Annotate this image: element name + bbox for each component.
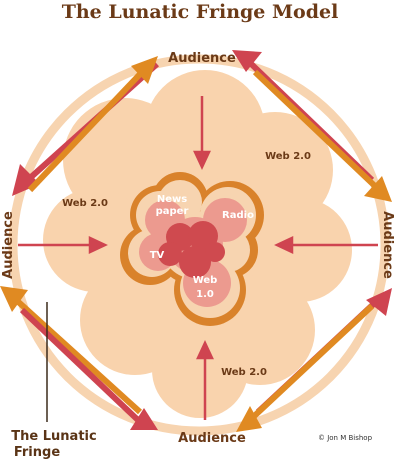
outer-ring <box>8 54 390 436</box>
copyright-text: © Jon M Bishop <box>318 434 373 442</box>
web20-label-left: Web 2.0 <box>62 198 108 209</box>
fringe-label-line1: The Lunatic <box>11 429 96 444</box>
core-red <box>158 221 225 278</box>
newspaper-label-line1: News <box>157 194 187 205</box>
fringe-label-line2: Fringe <box>14 445 60 460</box>
audience-label-left: Audience <box>1 211 16 279</box>
inward-arrows <box>18 96 378 420</box>
web10-label-line1: Web <box>193 275 218 286</box>
audience-label-right: Audience <box>380 211 395 279</box>
audience-label-top: Audience <box>168 51 236 66</box>
audience-label-bottom: Audience <box>178 431 246 446</box>
tv-label: TV <box>150 250 165 261</box>
diagram-title: The Lunatic Fringe Model <box>62 1 339 23</box>
diagonal-arrows <box>0 50 392 432</box>
web20-label-bottom: Web 2.0 <box>221 367 267 378</box>
web10-label-line2: 1.0 <box>196 289 214 300</box>
radio-label: Radio <box>222 210 254 221</box>
newspaper-label-line2: paper <box>156 206 189 217</box>
web20-label-right: Web 2.0 <box>265 151 311 162</box>
